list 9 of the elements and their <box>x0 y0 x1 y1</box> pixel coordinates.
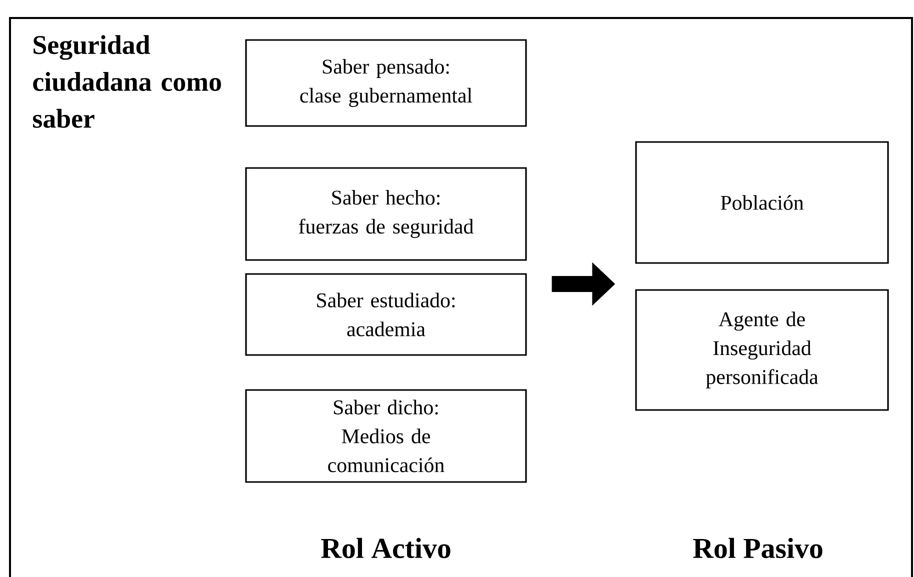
text-box: Saber dicho: Medios de comunicación <box>245 389 527 483</box>
heading: Seguridad ciudadana como saber <box>33 35 221 128</box>
text-box: Población <box>635 141 889 264</box>
text-box: Saber hecho: fuerzas de seguridad <box>245 167 527 261</box>
text-box: Saber pensado: clase gubernamental <box>245 39 527 127</box>
column-label: Rol Activo <box>321 538 450 558</box>
text-box: Agente de Inseguridad personificada <box>635 289 889 411</box>
text-box: Saber estudiado: academia <box>245 273 527 356</box>
column-label: Rol Pasivo <box>693 538 822 558</box>
